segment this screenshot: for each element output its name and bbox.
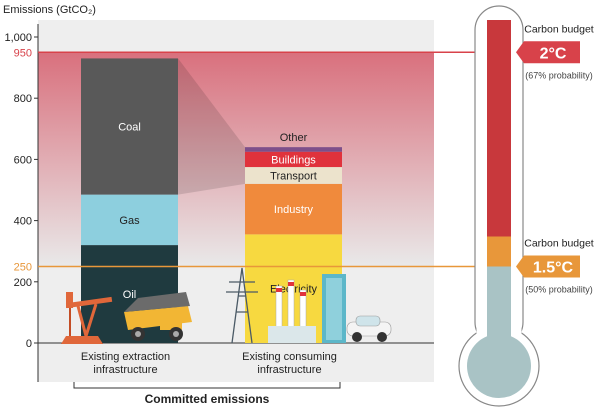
bar-segment-coal xyxy=(81,58,178,195)
bar-segment-buildings xyxy=(245,151,342,168)
budget-target: 2°C xyxy=(540,45,567,62)
budget-badge xyxy=(516,255,580,278)
budget-label: Carbon budget xyxy=(524,238,594,250)
power-plant-icon xyxy=(268,279,316,343)
budget-callouts: Carbon budget 2°C (67% probability) Carbon … xyxy=(516,23,594,295)
bar-segment-industry xyxy=(245,183,342,235)
y-axis-label: Emissions (GtCO₂) xyxy=(3,4,96,16)
oil-pump-icon xyxy=(61,292,113,344)
y-tick-label: 800 xyxy=(14,93,32,105)
y-tick-label: 200 xyxy=(14,277,32,289)
mining-truck-icon xyxy=(124,292,192,341)
group-label: Committed emissions xyxy=(145,392,270,406)
segment-label-oil: Oil xyxy=(123,289,136,301)
category-label: Existing extraction xyxy=(81,351,170,363)
category-labels: Existing extractioninfrastructureExistin… xyxy=(81,351,337,376)
thermometer-icon xyxy=(458,5,540,407)
budget-label: Carbon budget xyxy=(524,23,594,35)
budget-note: (50% probability) xyxy=(525,285,593,295)
committed-bracket xyxy=(73,382,341,389)
segment-label-transport: Transport xyxy=(270,170,317,182)
y-tick-label: 1,000 xyxy=(4,32,32,44)
budget-target: 1.5°C xyxy=(533,260,574,277)
budget-note: (67% probability) xyxy=(525,70,593,80)
bars: OilGasCoalElectricityIndustryTransportBu… xyxy=(81,58,342,343)
segment-label-other: Other xyxy=(280,132,308,144)
segment-label-industry: Industry xyxy=(274,204,314,216)
bar-connector-shadow xyxy=(178,58,245,195)
bar-segment-transport xyxy=(245,167,342,184)
office-tower-icon xyxy=(322,274,346,343)
y-tick-labels: 0 200 250 400 600 800 950 1,000 xyxy=(4,32,38,350)
car-icon xyxy=(346,315,392,342)
segment-label-buildings: Buildings xyxy=(271,154,316,166)
y-tick-label: 400 xyxy=(14,216,32,228)
y-tick-label: 250 xyxy=(14,262,32,274)
category-label: infrastructure xyxy=(257,364,321,376)
bar-segment-other xyxy=(245,147,342,152)
y-tick-label: 0 xyxy=(26,338,32,350)
budget-badge xyxy=(516,41,580,64)
segment-label-gas: Gas xyxy=(119,215,140,227)
category-label: infrastructure xyxy=(93,364,157,376)
y-tick-label: 600 xyxy=(14,154,32,166)
pylon-icon xyxy=(226,267,258,344)
bar-segment-gas xyxy=(81,194,178,246)
segment-label-coal: Coal xyxy=(118,122,141,134)
y-tick-label: 950 xyxy=(14,47,32,59)
threshold-lines xyxy=(38,51,520,268)
category-label: Existing consuming xyxy=(242,351,337,363)
